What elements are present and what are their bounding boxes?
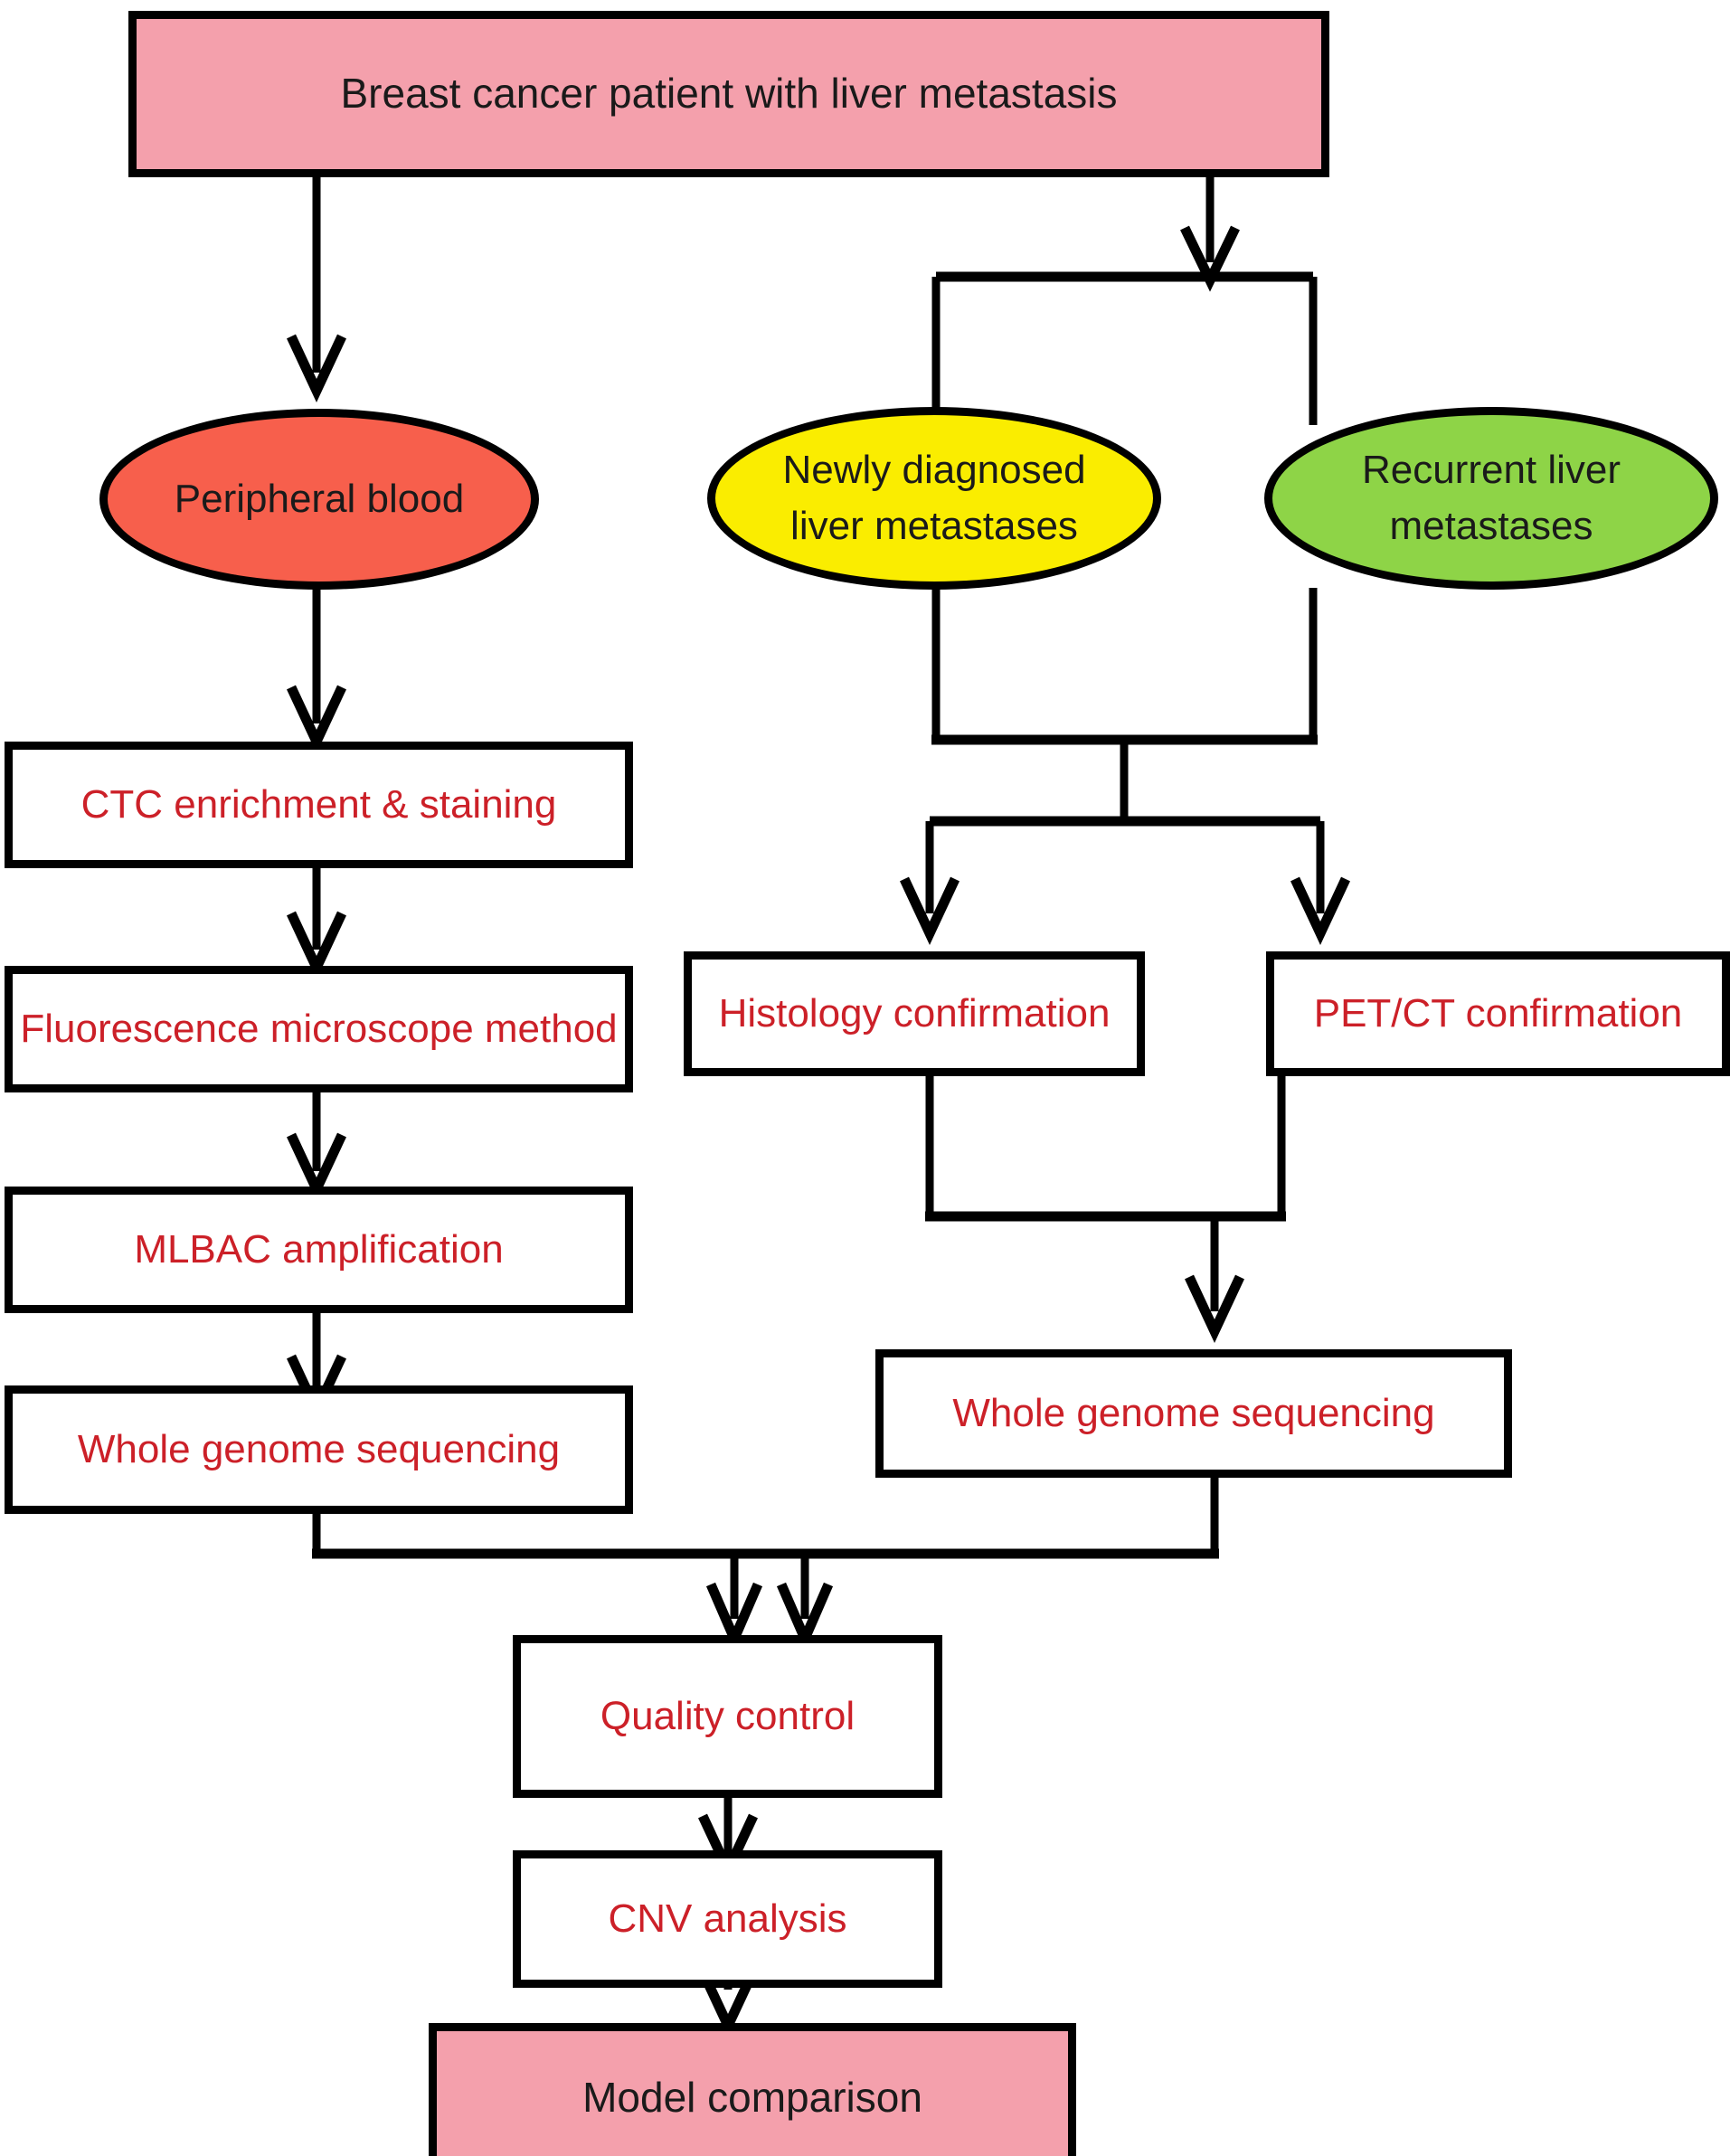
arrowhead-petct: [1290, 876, 1350, 946]
node-cnv-analysis[interactable]: CNV analysis: [513, 1850, 942, 1988]
node-newly-diagnosed[interactable]: Newly diagnosed liver metastases: [707, 407, 1161, 590]
arrowhead-branch: [1180, 225, 1240, 292]
node-quality-control-label: Quality control: [600, 1693, 856, 1738]
node-mlbac-amplification-label: MLBAC amplification: [134, 1226, 504, 1272]
node-peripheral-blood[interactable]: Peripheral blood: [99, 409, 539, 590]
node-quality-control[interactable]: Quality control: [513, 1635, 942, 1798]
node-model-comparison[interactable]: Model comparison: [429, 2023, 1076, 2156]
node-ctc-enrichment[interactable]: CTC enrichment & staining: [5, 742, 633, 868]
node-fluorescence-microscope-label: Fluorescence microscope method: [20, 1006, 618, 1051]
node-fluorescence-microscope[interactable]: Fluorescence microscope method: [5, 966, 633, 1092]
node-histology-confirmation-label: Histology confirmation: [718, 990, 1111, 1035]
node-peripheral-blood-label: Peripheral blood: [174, 476, 465, 521]
node-histology-confirmation[interactable]: Histology confirmation: [684, 951, 1145, 1076]
node-root[interactable]: Breast cancer patient with liver metasta…: [128, 11, 1329, 177]
node-petct-confirmation-label: PET/CT confirmation: [1313, 990, 1683, 1035]
node-newly-diagnosed-label: Newly diagnosed liver metastases: [782, 447, 1086, 548]
arrowhead-peripheral-blood: [287, 334, 346, 403]
arrowhead-wgs-right: [1185, 1274, 1244, 1344]
node-ctc-enrichment-label: CTC enrichment & staining: [80, 781, 557, 827]
node-whole-genome-sequencing-left-label: Whole genome sequencing: [77, 1426, 561, 1471]
node-recurrent-metastases-label: Recurrent liver metastases: [1361, 447, 1621, 548]
node-whole-genome-sequencing-left[interactable]: Whole genome sequencing: [5, 1385, 633, 1514]
node-whole-genome-sequencing-right-label: Whole genome sequencing: [952, 1390, 1435, 1435]
node-whole-genome-sequencing-right[interactable]: Whole genome sequencing: [875, 1349, 1512, 1478]
node-root-label: Breast cancer patient with liver metasta…: [340, 70, 1118, 118]
node-cnv-analysis-label: CNV analysis: [608, 1896, 847, 1941]
arrowhead-mlbac: [287, 1132, 346, 1202]
node-petct-confirmation[interactable]: PET/CT confirmation: [1266, 951, 1730, 1076]
node-mlbac-amplification[interactable]: MLBAC amplification: [5, 1187, 633, 1313]
arrowhead-ctc: [287, 685, 346, 754]
node-recurrent-metastases[interactable]: Recurrent liver metastases: [1264, 407, 1718, 590]
arrowhead-histology: [900, 876, 960, 946]
arrowhead-qc-right: [776, 1582, 834, 1651]
arrowhead-fluorescence: [287, 911, 346, 980]
node-model-comparison-label: Model comparison: [582, 2073, 922, 2121]
arrowhead-qc-left: [705, 1582, 763, 1651]
